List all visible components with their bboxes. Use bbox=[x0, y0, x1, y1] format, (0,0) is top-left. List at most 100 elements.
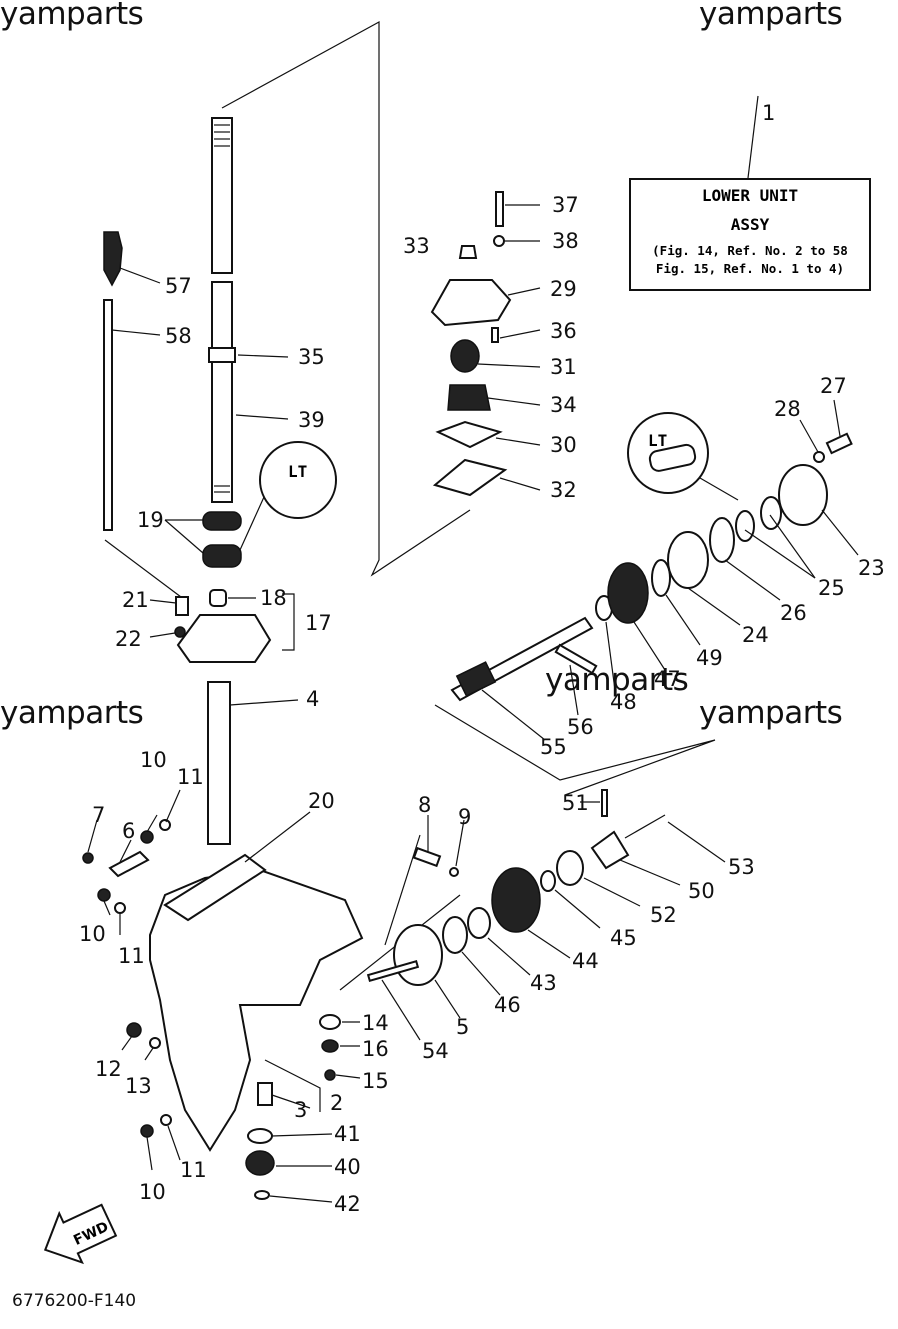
callout-number: 16 bbox=[362, 1037, 389, 1061]
shim bbox=[442, 916, 468, 954]
callout-number: 41 bbox=[334, 1122, 361, 1146]
callout-number: 11 bbox=[177, 765, 204, 789]
callout-number: 24 bbox=[742, 623, 769, 647]
pinion-shaft bbox=[366, 959, 420, 983]
spring bbox=[624, 814, 666, 839]
washer bbox=[247, 1128, 273, 1144]
callout-number: 30 bbox=[550, 433, 577, 457]
callout-number: 33 bbox=[403, 234, 430, 258]
leaders bbox=[87, 95, 859, 1203]
callout-number: 21 bbox=[122, 588, 149, 612]
assembly-note-line: Fig. 15, Ref. No. 1 to 4) bbox=[655, 261, 845, 276]
assembly-title: LOWER UNIT bbox=[701, 186, 799, 205]
callout-number: 26 bbox=[780, 601, 807, 625]
watermark-text: yamparts bbox=[699, 0, 843, 32]
callout-number: 35 bbox=[298, 345, 325, 369]
callout-number: 37 bbox=[552, 193, 579, 217]
drain-screw bbox=[126, 1022, 142, 1038]
callout-number: 49 bbox=[696, 646, 723, 670]
o-ring bbox=[709, 517, 735, 563]
watermark-text: yamparts bbox=[699, 695, 843, 731]
callout-number: 46 bbox=[494, 993, 521, 1017]
bolt bbox=[140, 830, 154, 844]
bolt bbox=[175, 596, 189, 616]
watermark-text: yamparts bbox=[0, 695, 144, 731]
shift-rod bbox=[103, 299, 113, 531]
shift-rod-boot bbox=[103, 231, 123, 287]
bushing bbox=[257, 1082, 273, 1106]
callout-number: 20 bbox=[308, 789, 335, 813]
callout-number: 58 bbox=[165, 324, 192, 348]
shim bbox=[540, 870, 556, 892]
callout-number: 45 bbox=[610, 926, 637, 950]
pump-insert bbox=[450, 339, 480, 373]
callout-number: 55 bbox=[540, 735, 567, 759]
assembly-note: (Fig. 14, Ref. No. 2 to 58 Fig. 15, Ref.… bbox=[631, 242, 869, 278]
assembly-ref-number: 1 bbox=[762, 101, 775, 125]
callout-number: 6 bbox=[122, 819, 135, 843]
gasket bbox=[435, 420, 503, 449]
anode-plate bbox=[108, 850, 150, 878]
pin bbox=[601, 789, 608, 817]
callout-number: 10 bbox=[139, 1180, 166, 1204]
callout-number: 22 bbox=[115, 627, 142, 651]
callout-number: 32 bbox=[550, 478, 577, 502]
guide-line bbox=[104, 539, 186, 601]
water-tube bbox=[207, 681, 231, 845]
forward-gear bbox=[491, 867, 541, 933]
detail-circle bbox=[259, 441, 337, 519]
propeller-shaft-housing bbox=[778, 464, 828, 526]
leader bbox=[239, 496, 265, 551]
impeller bbox=[447, 384, 491, 411]
drive-shaft-upper bbox=[211, 117, 233, 274]
washer bbox=[114, 902, 126, 914]
grommet bbox=[458, 245, 478, 259]
callout-number: 11 bbox=[118, 944, 145, 968]
callout-number: 54 bbox=[422, 1039, 449, 1063]
callout-number: 29 bbox=[550, 277, 577, 301]
bushing bbox=[209, 589, 227, 607]
washer bbox=[813, 451, 825, 463]
drive-shaft bbox=[211, 281, 233, 503]
callout-number: 39 bbox=[298, 408, 325, 432]
callout-number: 40 bbox=[334, 1155, 361, 1179]
callout-number: 47 bbox=[654, 667, 681, 691]
callout-number: 13 bbox=[125, 1074, 152, 1098]
callout-number: 53 bbox=[728, 855, 755, 879]
oil-seal bbox=[202, 511, 242, 531]
callout-number: 10 bbox=[79, 922, 106, 946]
fwd-arrow bbox=[43, 1203, 118, 1265]
gasket bbox=[163, 853, 267, 922]
ball-bearing bbox=[393, 924, 443, 986]
pump-housing bbox=[430, 279, 512, 327]
pin bbox=[491, 327, 499, 343]
callout-number: 31 bbox=[550, 355, 577, 379]
callout-number: 52 bbox=[650, 903, 677, 927]
figure-code: 6776200-F140 bbox=[12, 1291, 137, 1311]
drive-shaft-collar bbox=[208, 347, 236, 363]
detail-mark-text: LT bbox=[648, 431, 667, 450]
shaft-spline bbox=[455, 661, 497, 697]
bolt bbox=[97, 888, 111, 902]
callout-number: 56 bbox=[567, 715, 594, 739]
shift-cam bbox=[412, 846, 442, 868]
washer bbox=[160, 1114, 172, 1126]
oil-seal bbox=[760, 496, 782, 530]
bolt bbox=[495, 191, 504, 227]
callout-number: 5 bbox=[456, 1015, 469, 1039]
oil-seal bbox=[735, 510, 755, 542]
bolt bbox=[825, 432, 853, 455]
callout-number: 48 bbox=[610, 690, 637, 714]
outer-plate bbox=[432, 458, 508, 497]
washer bbox=[174, 626, 186, 638]
dog-clutch bbox=[590, 830, 630, 870]
callout-number: 10 bbox=[140, 748, 167, 772]
callout-number: 28 bbox=[774, 397, 801, 421]
assembly-subtitle: ASSY bbox=[730, 215, 770, 234]
gasket bbox=[149, 1037, 161, 1049]
callout-number: 51 bbox=[562, 791, 589, 815]
clutch-pin bbox=[554, 643, 598, 675]
callout-number: 9 bbox=[458, 805, 471, 829]
